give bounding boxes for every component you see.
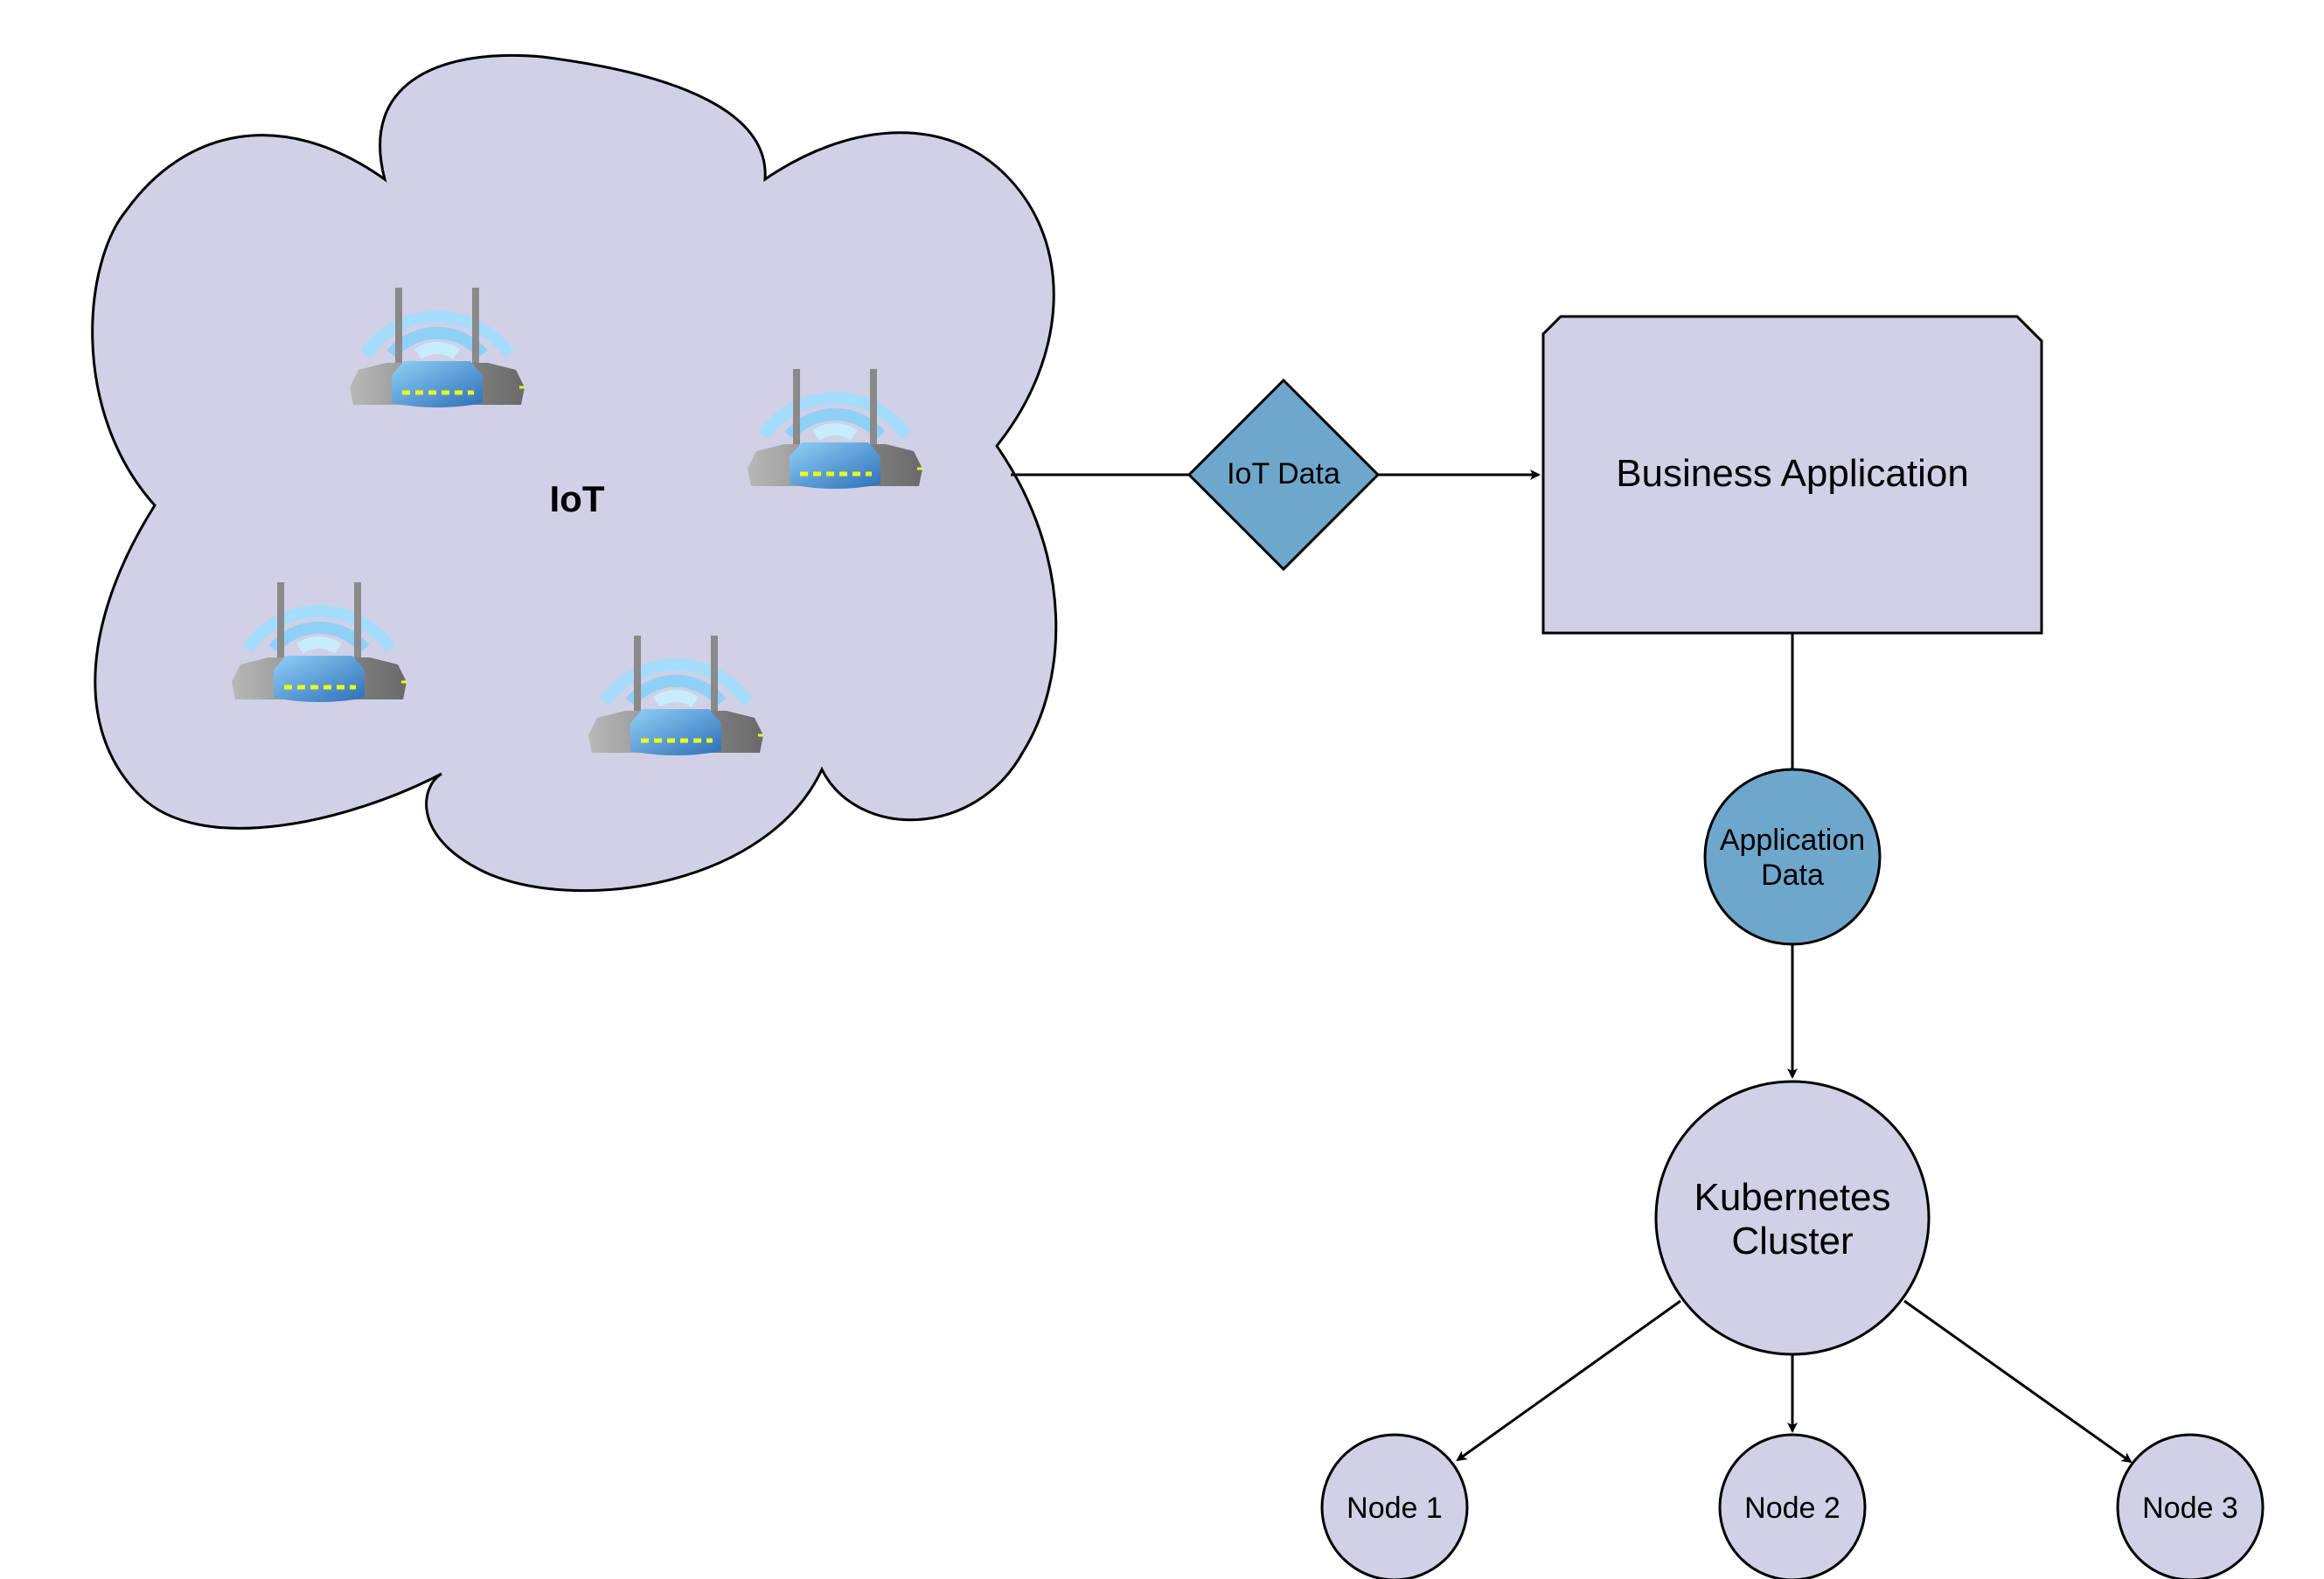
node-2-label: Node 2 [1744, 1492, 1840, 1525]
iot-data-label: IoT Data [1227, 457, 1340, 490]
node-2-circle: Node 2 [1718, 1433, 1867, 1579]
business-application-label: Business Application [1616, 452, 1969, 495]
edge-cluster-to-node3 [1903, 1299, 2133, 1464]
application-data-circle: Application Data [1703, 768, 1882, 946]
application-data-label-line1: Application [1720, 824, 1865, 857]
iot-data-diamond: IoT Data [1186, 378, 1381, 572]
node-3-label: Node 3 [2142, 1492, 2238, 1525]
kubernetes-cluster-label-line2: Cluster [1731, 1220, 1853, 1263]
node-3-circle: Node 3 [2116, 1433, 2265, 1579]
kubernetes-cluster-circle: Kubernetes Cluster [1654, 1080, 1931, 1356]
node-1-label: Node 1 [1346, 1492, 1443, 1525]
kubernetes-cluster-label-line1: Kubernetes [1694, 1176, 1890, 1219]
edge-cluster-to-node1 [1456, 1299, 1681, 1462]
cloud-label: IoT [550, 478, 605, 519]
node-1-circle: Node 1 [1320, 1433, 1469, 1579]
business-application-box: Business Application [1541, 315, 2043, 635]
application-data-label-line2: Data [1761, 859, 1824, 892]
